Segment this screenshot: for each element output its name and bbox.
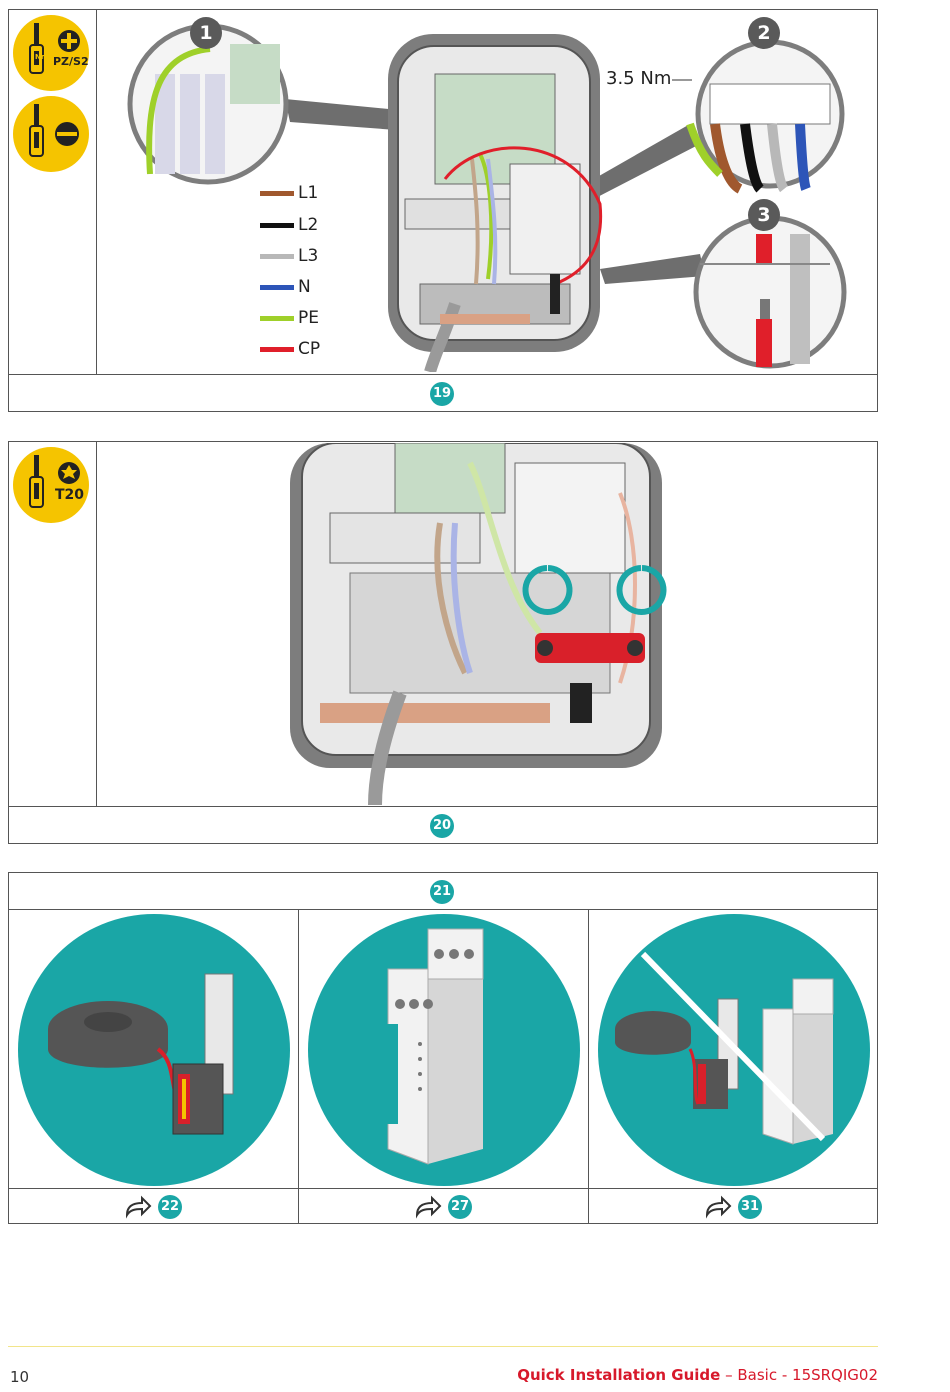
legend-label: L1 — [298, 183, 319, 203]
footer-divider — [8, 1346, 878, 1347]
tool-sub-label: Nm — [35, 53, 49, 61]
legend-item-l3: L3 — [260, 245, 318, 267]
legend-swatch — [260, 315, 294, 321]
callout-2: 2 — [748, 17, 780, 49]
torx-screwdriver-icon: T20 — [13, 447, 89, 523]
option-current-clamp-illustration[interactable] — [18, 914, 290, 1186]
torque-label: 3.5 Nm — [606, 68, 672, 89]
legend-label: CP — [298, 339, 321, 359]
step-number-badge: 21 — [430, 880, 454, 904]
tool-label: T20 — [55, 487, 85, 503]
guide-title: Quick Installation Guide – Basic - 15SRQ… — [517, 1366, 878, 1384]
charger-terminal-illustration — [290, 443, 667, 805]
next-step-22[interactable]: 22 — [8, 1190, 298, 1224]
arrow-redirect-icon — [705, 1195, 732, 1219]
legend-label: PE — [298, 308, 319, 328]
next-step-badge: 31 — [738, 1195, 762, 1219]
tool-column — [9, 442, 97, 806]
arrow-redirect-icon — [415, 1195, 442, 1219]
tool-column — [9, 10, 97, 374]
option-nav-divider — [8, 1188, 878, 1189]
legend-swatch — [260, 253, 294, 259]
charger-wiring-illustration — [127, 23, 847, 372]
step-19-bar: 19 — [8, 374, 878, 412]
next-step-27[interactable]: 27 — [298, 1190, 588, 1224]
legend-swatch — [260, 284, 294, 290]
legend-item-pe: PE — [260, 307, 319, 329]
step-number-badge: 19 — [430, 382, 454, 406]
phillips-screwdriver-icon: PZ/S2 Nm — [13, 15, 89, 91]
legend-swatch — [260, 190, 294, 196]
legend-swatch — [260, 222, 294, 228]
page-number: 10 — [10, 1368, 30, 1386]
step-number-badge: 20 — [430, 814, 454, 838]
legend-swatch — [260, 346, 294, 352]
callout-1: 1 — [190, 17, 222, 49]
legend-label: N — [298, 277, 311, 297]
next-step-badge: 22 — [158, 1195, 182, 1219]
option-divider — [588, 909, 589, 1224]
step-21-header: 21 — [8, 872, 878, 910]
arrow-redirect-icon — [125, 1195, 152, 1219]
option-none-illustration[interactable] — [598, 914, 870, 1186]
legend-item-l1: L1 — [260, 182, 318, 204]
callout-3: 3 — [748, 199, 780, 231]
legend-label: L3 — [298, 246, 319, 266]
legend-item-cp: CP — [260, 338, 320, 360]
flat-screwdriver-icon — [13, 96, 89, 172]
legend-item-n: N — [260, 276, 311, 298]
option-divider — [298, 909, 299, 1224]
legend-item-l2: L2 — [260, 214, 318, 236]
tool-label: PZ/S2 — [53, 55, 89, 68]
guide-title-bold: Quick Installation Guide — [517, 1366, 721, 1384]
step-20-bar: 20 — [8, 806, 878, 844]
next-step-31[interactable]: 31 — [588, 1190, 878, 1224]
guide-title-rest: – Basic - 15SRQIG02 — [720, 1366, 878, 1384]
option-din-meter-illustration[interactable] — [308, 914, 580, 1186]
next-step-badge: 27 — [448, 1195, 472, 1219]
legend-label: L2 — [298, 215, 319, 235]
